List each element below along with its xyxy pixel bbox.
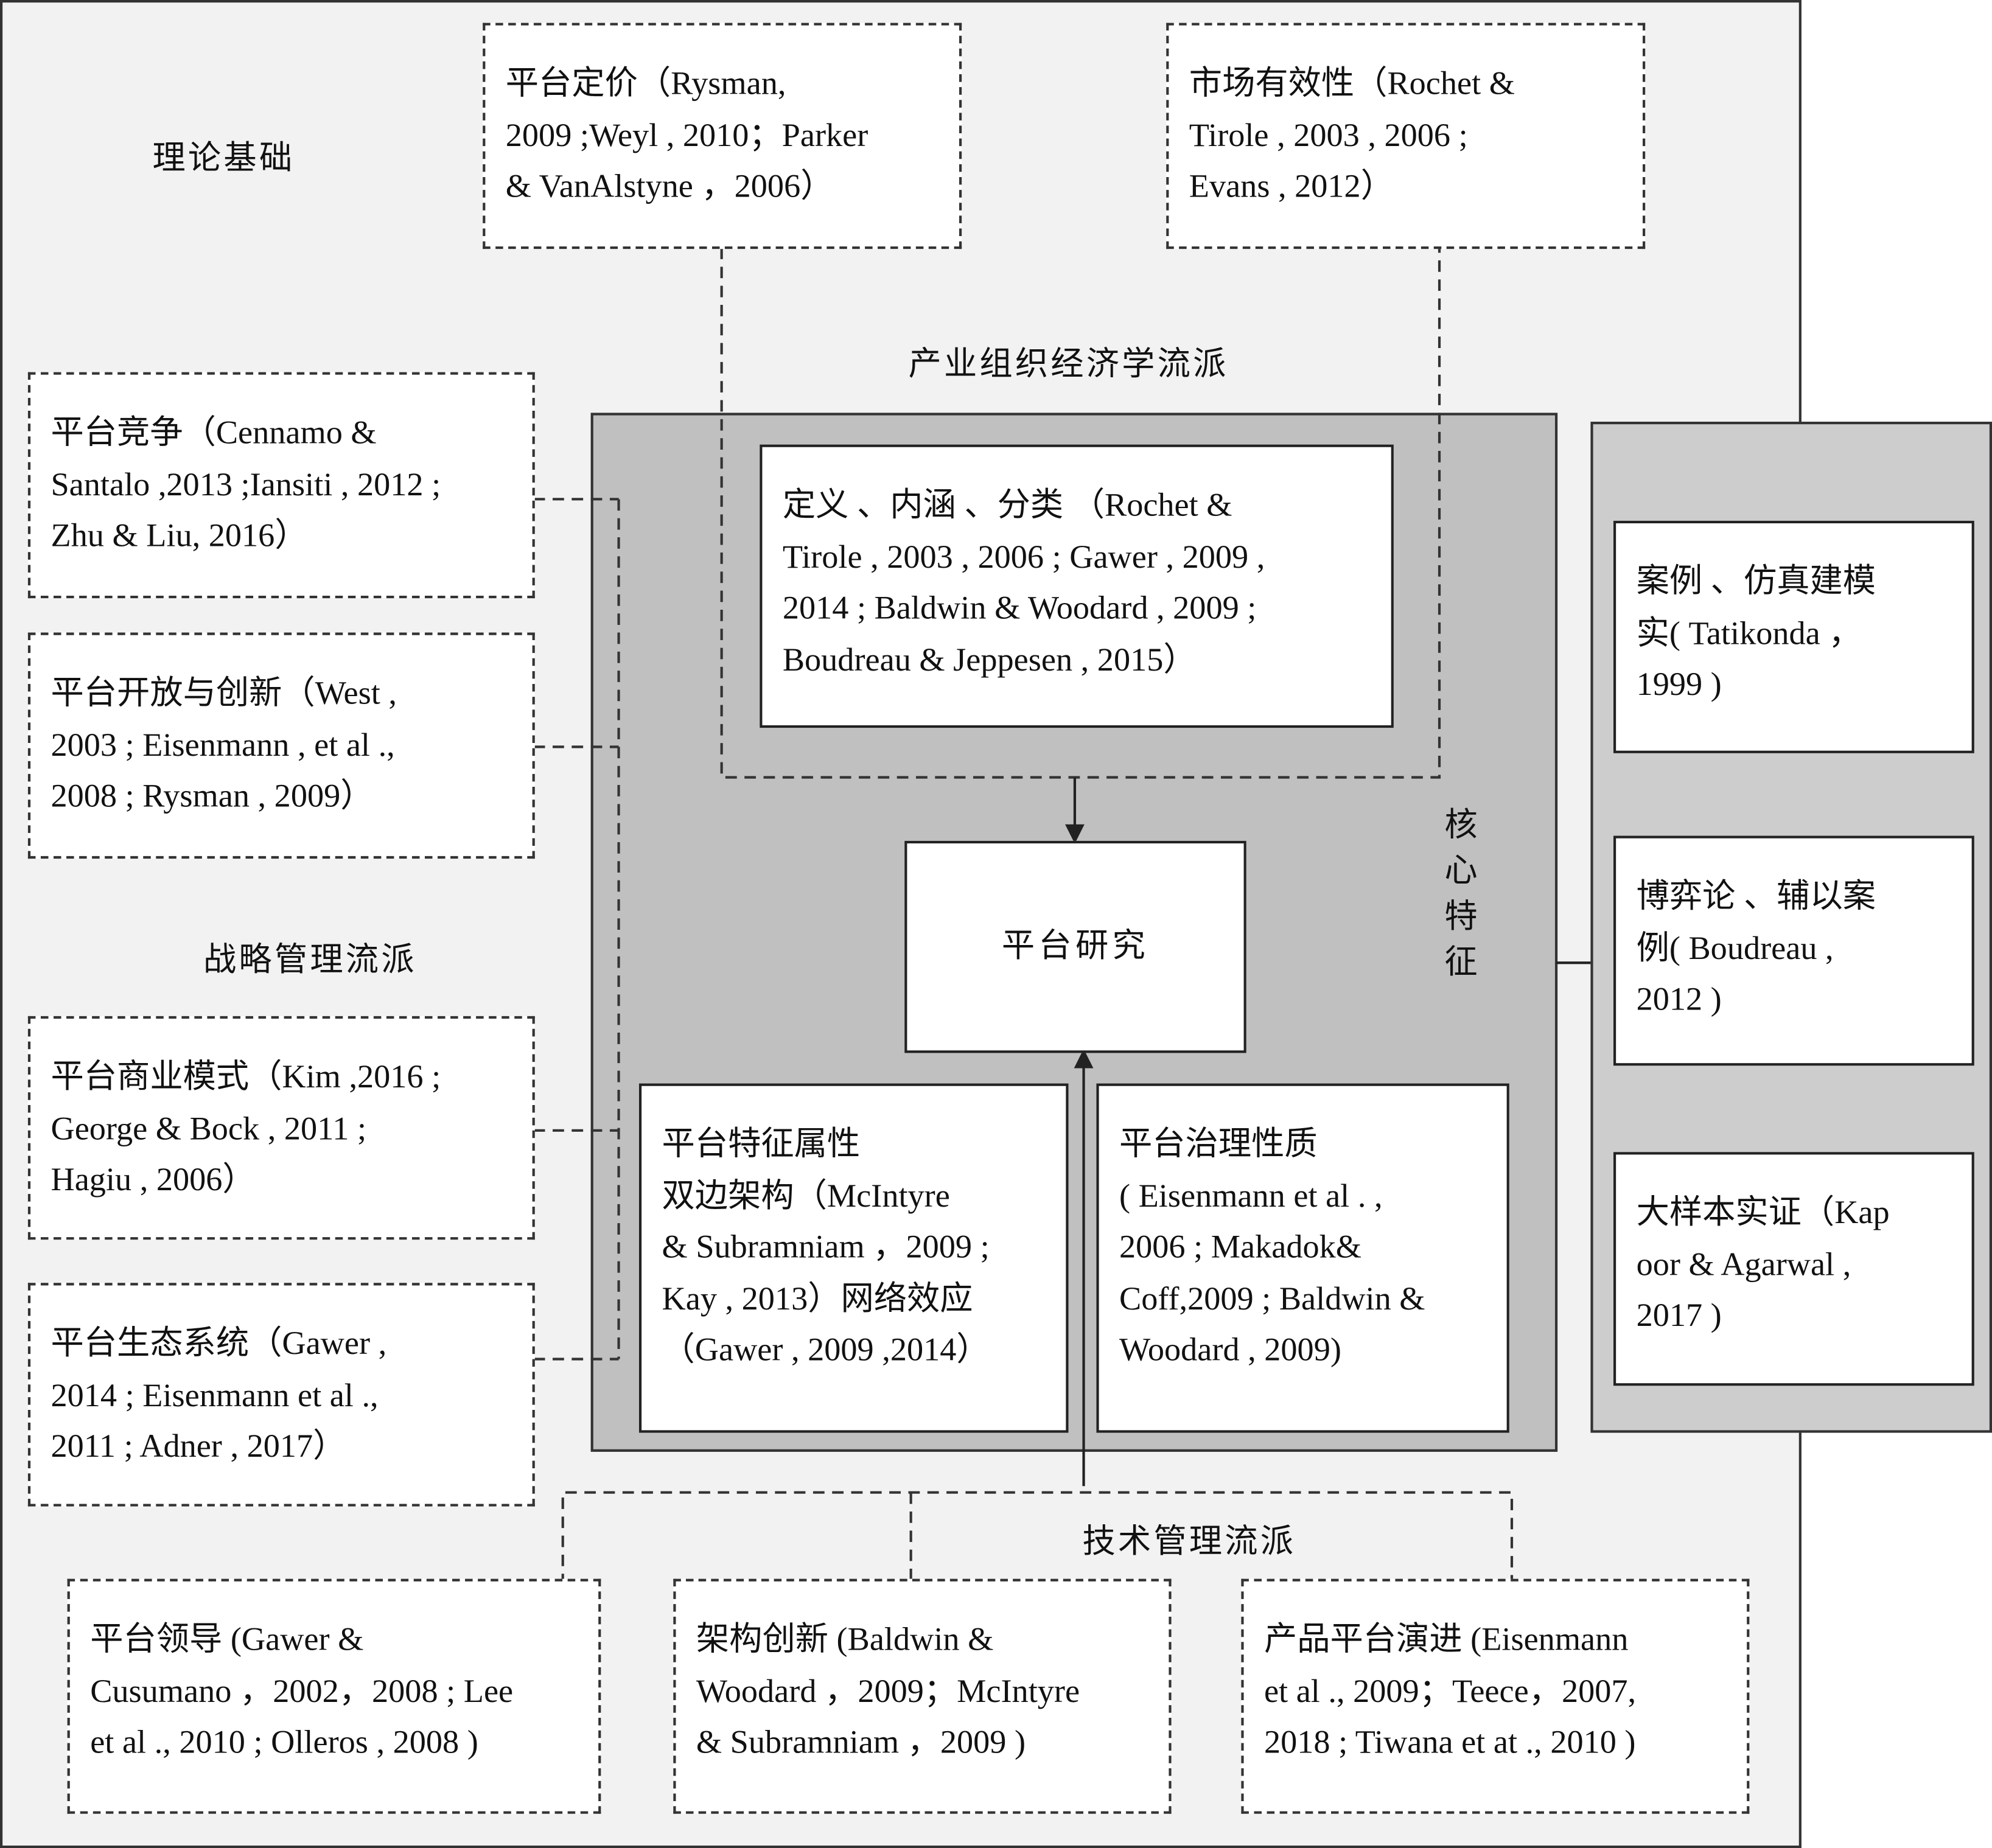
box-text-line: Woodard ，2009；McIntyre [696, 1672, 1080, 1709]
box-text-line: 案例 、仿真建模 [1636, 562, 1876, 600]
box-text-line: Hagiu , 2006） [51, 1160, 256, 1198]
market-eff-box: 市场有效性（Rochet & Tirole , 2003 , 2006 ; Evan… [1166, 23, 1646, 249]
box-text-line: （Gawer , 2009 ,2014） [662, 1331, 990, 1369]
box-text-line: Kay , 2013）网络效应 [662, 1280, 973, 1317]
strategic-connector [533, 498, 620, 1361]
box-text-line: Coff,2009 ; Baldwin & [1119, 1280, 1425, 1317]
arrow-down-head [1065, 824, 1085, 844]
architecture-box: 架构创新 (Baldwin & Woodard ，2009；McIntyre & S… [673, 1578, 1172, 1814]
box-text-line: 双边架构（McIntyre [662, 1176, 950, 1214]
box-text-line: 2012 ) [1636, 980, 1722, 1018]
leadership-box: 平台领导 (Gawer & Cusumano ，2002，2008 ; Lee et… [67, 1578, 601, 1814]
box-text-line: & Subramniam ，2009 ) [696, 1723, 1026, 1761]
attributes-box: 平台特征属性双边架构（McIntyre & Subramniam ，2009 ; K… [638, 1083, 1069, 1433]
core-features-label: 核心特征 [1444, 806, 1478, 981]
box-text-line: et al ., 2010 ; Olleros , 2008 ) [90, 1723, 478, 1761]
box-text-line: Tirole , 2003 , 2006 ; Gawer , 2009 , [782, 538, 1265, 575]
box-text-line: 2014 ; Eisenmann et al ., [51, 1376, 379, 1414]
box-text-line: 市场有效性（Rochet & [1189, 65, 1515, 102]
pricing-box: 平台定价（Rysman, 2009 ;Weyl , 2010；Parker & Va… [483, 23, 962, 249]
box-text-line: Boudreau & Jeppesen , 2015） [782, 641, 1197, 678]
box-text-line: 例( Boudreau , [1636, 929, 1834, 966]
tech-connector [561, 1491, 1514, 1586]
box-text-line: Zhu & Liu, 2016） [51, 517, 308, 554]
competition-box: 平台竞争（Cennamo & Santalo ,2013 ;Iansiti , 2… [27, 372, 535, 599]
box-text-line: 2014 ; Baldwin & Woodard , 2009 ; [782, 589, 1257, 627]
platform-research-box: 平台研究 [904, 840, 1246, 1053]
box-text-line: 1999 ) [1636, 665, 1722, 703]
box-text-line: 定义 、内涵 、分类 （Rochet & [782, 486, 1232, 524]
theory-basis-label: 理论基础 [152, 139, 295, 177]
box-text-line: et al ., 2009；Teece，2007, [1263, 1672, 1637, 1709]
openness-box: 平台开放与创新（West , 2003 ; Eisenmann , et al .… [27, 632, 535, 859]
box-text-line: 2011 ; Adner , 2017） [51, 1428, 346, 1465]
box-text-line: Evans , 2012） [1189, 167, 1394, 205]
evolution-box: 产品平台演进 (Eisenmann et al ., 2009；Teece，200… [1241, 1578, 1750, 1814]
business-model-box: 平台商业模式（Kim ,2016 ; George & Bock , 2011 … [27, 1016, 535, 1240]
box-text-line: 平台定价（Rysman, [505, 65, 786, 102]
game-theory-box: 博弈论 、辅以案例( Boudreau , 2012 ) [1613, 835, 1974, 1066]
box-text-line: 平台开放与创新（West , [51, 674, 397, 711]
arrow-up-head [1074, 1048, 1094, 1069]
box-text-line: 博弈论 、辅以案 [1636, 877, 1876, 915]
box-text-line: George & Bock , 2011 ; [51, 1109, 367, 1146]
box-text-line: 2017 ) [1636, 1297, 1722, 1334]
box-text-line: & VanAlstyne ，2006） [505, 167, 834, 205]
box-text-line: 2006 ; Makadok& [1119, 1228, 1361, 1266]
box-text-line: 架构创新 (Baldwin & [696, 1620, 994, 1658]
strategic-mgmt-label: 战略管理流派 [203, 941, 417, 978]
definition-box: 定义 、内涵 、分类 （Rochet & Tirole , 2003 , 2006… [760, 444, 1394, 728]
box-text-line: 2003 ; Eisenmann , et al ., [51, 725, 395, 763]
box-text-line: 实( Tatikonda ， [1636, 614, 1862, 651]
box-text-line: 2009 ;Weyl , 2010；Parker [505, 116, 868, 153]
platform-research-title: 平台研究 [1001, 927, 1150, 964]
box-text-line: oor & Agarwal , [1636, 1245, 1851, 1283]
box-text-line: Tirole , 2003 , 2006 ; [1189, 116, 1468, 153]
case-sim-box: 案例 、仿真建模实( Tatikonda ， 1999 ) [1613, 520, 1974, 753]
box-text-line: 平台商业模式（Kim ,2016 ; [51, 1058, 441, 1095]
industrial-org-label: 产业组织经济学流派 [908, 345, 1229, 383]
ecosystem-box: 平台生态系统（Gawer , 2014 ; Eisenmann et al ., 2… [27, 1283, 535, 1507]
box-text-line: 平台竞争（Cennamo & [51, 414, 377, 452]
box-text-line: 平台特征属性 [662, 1125, 861, 1162]
box-text-line: Woodard , 2009) [1119, 1331, 1341, 1369]
box-text-line: 2018 ; Tiwana et at ., 2010 ) [1263, 1723, 1636, 1761]
box-text-line: 平台生态系统（Gawer , [51, 1325, 387, 1362]
box-text-line: Cusumano ，2002，2008 ; Lee [90, 1672, 514, 1709]
large-sample-box: 大样本实证（Kap oor & Agarwal , 2017 ) [1613, 1152, 1974, 1386]
box-text-line: 平台领导 (Gawer & [90, 1620, 364, 1658]
box-text-line: 大样本实证（Kap [1636, 1194, 1890, 1231]
tech-mgmt-label: 技术管理流派 [1082, 1522, 1296, 1560]
box-text-line: & Subramniam ，2009 ; [662, 1228, 990, 1266]
governance-box: 平台治理性质 ( Eisenmann et al . , 2006 ; Makado… [1096, 1083, 1509, 1433]
box-text-line: Santalo ,2013 ;Iansiti , 2012 ; [51, 465, 441, 503]
industrial-org-connector [720, 248, 1441, 779]
box-text-line: 平台治理性质 [1119, 1125, 1318, 1162]
box-text-line: ( Eisenmann et al . , [1119, 1176, 1383, 1214]
box-text-line: 2008 ; Rysman , 2009） [51, 777, 374, 815]
box-text-line: 产品平台演进 (Eisenmann [1263, 1620, 1629, 1658]
